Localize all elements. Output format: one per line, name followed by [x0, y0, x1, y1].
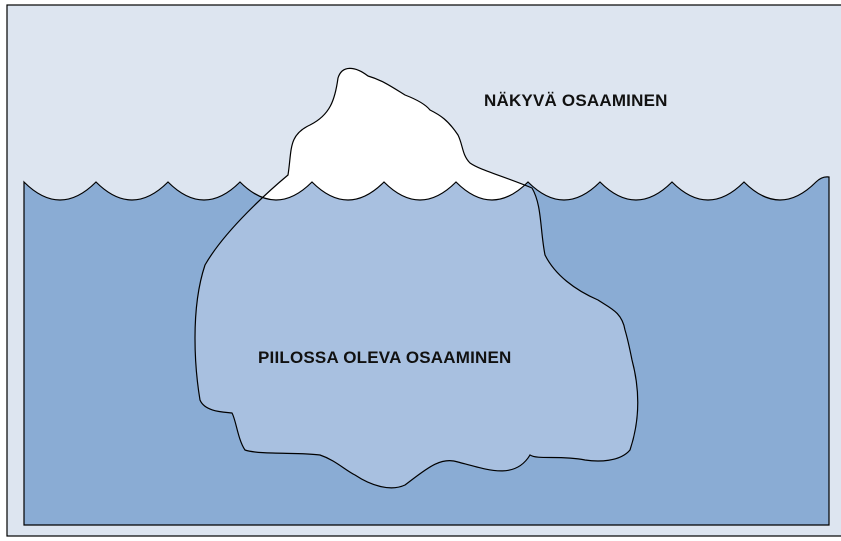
iceberg-outline	[194, 67, 639, 489]
water-outline	[23, 176, 830, 526]
iceberg-hidden-part	[195, 176, 638, 488]
hidden-skills-label: PIILOSSA OLEVA OSAAMINEN	[258, 348, 512, 367]
visible-skills-label: NÄKYVÄ OSAAMINEN	[484, 91, 668, 110]
